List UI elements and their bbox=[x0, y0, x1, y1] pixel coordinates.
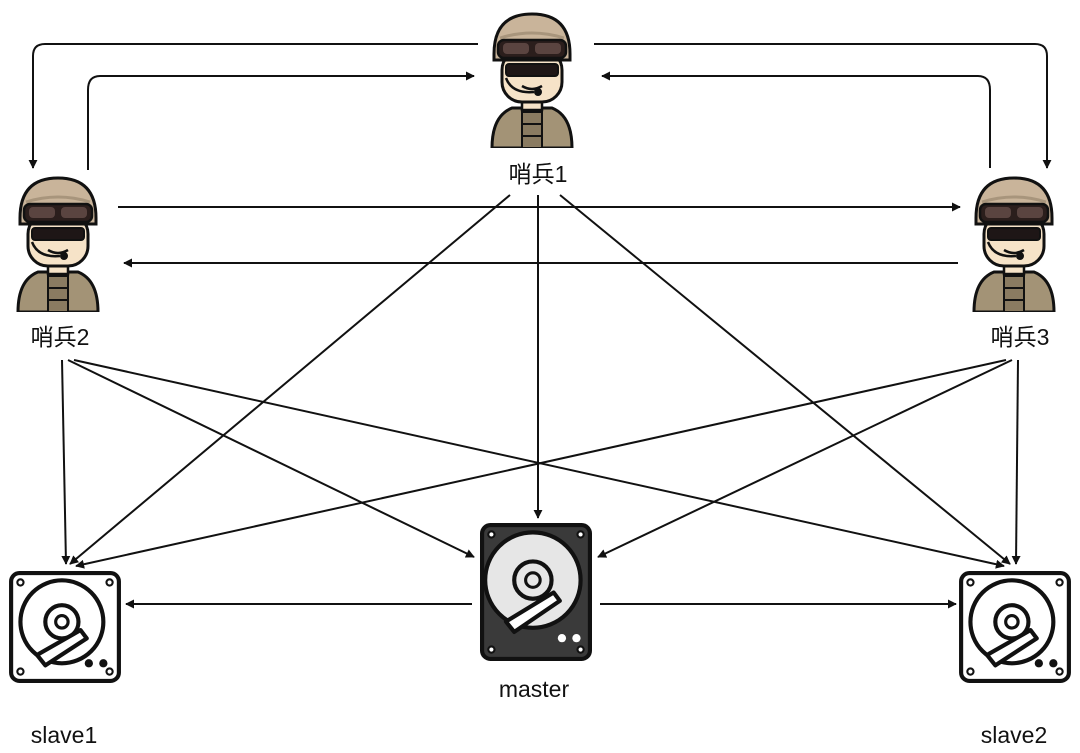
edge-sentinel3-to-sentinel1 bbox=[601, 71, 991, 168]
soldier-icon bbox=[972, 176, 1056, 312]
sentinel2-label: 哨兵2 bbox=[31, 324, 90, 350]
soldier-icon bbox=[490, 12, 574, 148]
node-sentinel3: 哨兵3 bbox=[972, 176, 1056, 350]
node-slave2: slave2 bbox=[961, 573, 1069, 748]
hard-drive-icon bbox=[961, 573, 1069, 681]
slave1-label: slave1 bbox=[31, 722, 97, 748]
edge-sentinel2-to-master bbox=[67, 359, 475, 558]
edge-sentinel3-to-master bbox=[597, 359, 1013, 558]
node-sentinel1: 哨兵1 bbox=[490, 12, 574, 187]
sentinel3-label: 哨兵3 bbox=[991, 324, 1050, 350]
edge-sentinel3-to-slave2 bbox=[1011, 359, 1021, 565]
node-slave1: slave1 bbox=[11, 573, 119, 748]
edge-sentinel3-to-slave1 bbox=[75, 359, 1007, 569]
hard-drive-icon bbox=[482, 525, 590, 659]
edge-sentinel1-to-sentinel3 bbox=[594, 43, 1052, 169]
master-label: master bbox=[499, 676, 570, 702]
edge-sentinel1-to-slave1 bbox=[69, 194, 511, 565]
hard-drive-icon bbox=[11, 573, 119, 681]
soldier-icon bbox=[16, 176, 100, 312]
edge-sentinel2-to-slave1 bbox=[61, 359, 71, 565]
edge-sentinel2-to-sentinel1 bbox=[87, 71, 475, 170]
sentinel1-label: 哨兵1 bbox=[509, 161, 568, 187]
slave2-label: slave2 bbox=[981, 722, 1047, 748]
edge-sentinel1-to-sentinel2 bbox=[28, 43, 478, 169]
node-master: master bbox=[482, 525, 590, 702]
edge-sentinel1-to-slave2 bbox=[559, 194, 1011, 565]
edges bbox=[28, 43, 1052, 609]
node-sentinel2: 哨兵2 bbox=[16, 176, 100, 350]
